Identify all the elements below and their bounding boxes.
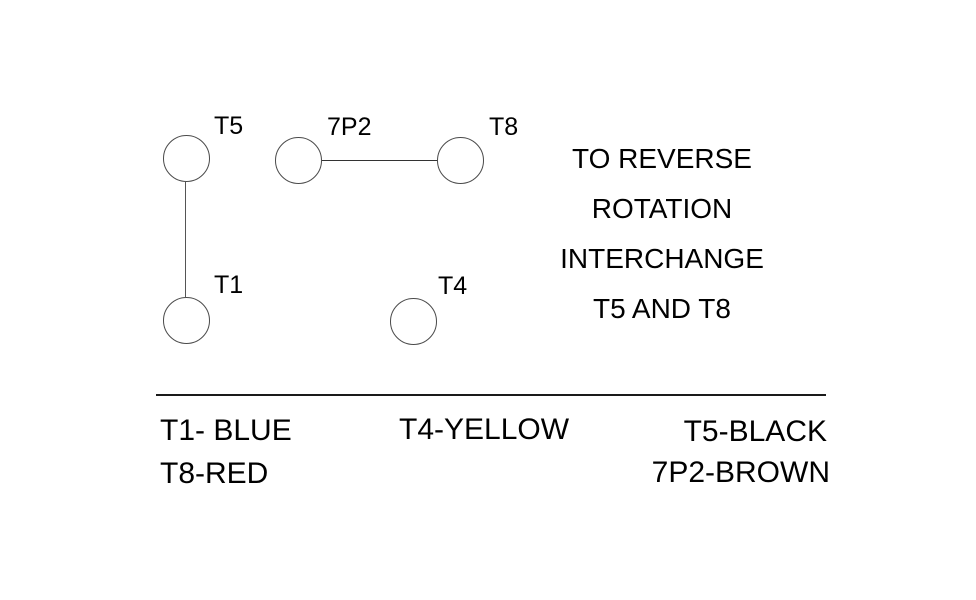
note-line-1: TO REVERSE [572,143,752,174]
legend-entry-t5-black: T5-BLACK [683,415,827,448]
note-line-2: ROTATION [591,193,733,224]
terminal-circle-t1 [163,297,210,344]
legend-entry-t4-yellow: T4-YELLOW [399,413,570,446]
terminal-circle-7p2 [275,137,322,184]
terminal-label-t4: T4 [438,272,468,300]
terminal-label-t5: T5 [214,112,244,140]
terminal-label-7p2: 7P2 [327,113,372,141]
legend-divider-line [156,394,826,396]
legend-entry-7p2-brown: 7P2-BROWN [651,456,830,489]
note-line-3: INTERCHANGE [560,243,764,274]
legend-entry-t8-red: T8-RED [160,457,269,490]
terminal-label-t1: T1 [214,271,244,299]
wire-t5-to-t1 [185,182,186,297]
terminal-label-t8: T8 [489,113,519,141]
legend-entry-t1-blue: T1- BLUE [160,414,292,447]
reverse-rotation-note: TO REVERSE ROTATION INTERCHANGE T5 AND T… [500,134,824,334]
wire-7p2-to-t8 [322,160,437,161]
terminal-circle-t8 [437,137,484,184]
terminal-circle-t4 [390,298,437,345]
note-line-4: T5 AND T8 [593,293,731,324]
terminal-circle-t5 [163,135,210,182]
